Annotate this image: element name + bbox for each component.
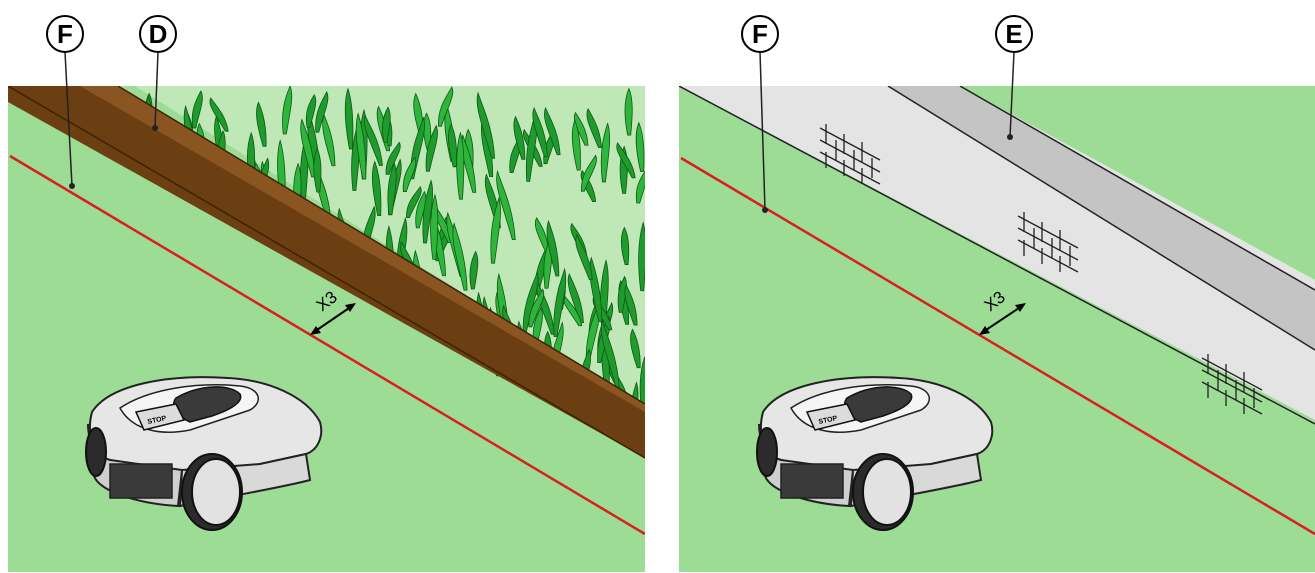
perimeter-wire xyxy=(9,154,645,536)
hedge-leaf xyxy=(635,170,645,204)
hedge-leaf xyxy=(528,288,545,328)
hedge-leaf xyxy=(617,275,627,313)
hedge-leaf xyxy=(406,186,422,219)
robot-stop-button-label: STOP xyxy=(818,415,838,426)
hedge-leaf xyxy=(456,131,465,200)
hedge-leaf xyxy=(300,118,316,178)
curb-edge xyxy=(959,86,1315,291)
callout-border-strip: D xyxy=(139,15,177,131)
hedge-leaf xyxy=(415,190,427,229)
callout-paved-path: E xyxy=(995,15,1033,140)
hedge-leaf xyxy=(469,250,479,290)
hedge-leaf xyxy=(402,156,417,192)
hedge-leaf xyxy=(422,179,434,244)
hedge-leaf xyxy=(315,90,329,133)
hedge-leaf xyxy=(381,106,391,143)
paved-path xyxy=(679,86,1315,420)
panel-right: X3 STOP xyxy=(679,86,1315,572)
hedge-leaf xyxy=(313,147,322,193)
hedge-leaf xyxy=(567,272,584,324)
hedge-leaf xyxy=(580,154,597,192)
robot-mower: STOP xyxy=(85,376,323,531)
hedge-leaf xyxy=(553,267,567,337)
hedge-leaf xyxy=(638,221,645,292)
hedge-leaf xyxy=(425,124,438,172)
callout-wire-right: F xyxy=(741,15,779,213)
border-strip-edge xyxy=(117,86,645,405)
brick-pattern xyxy=(819,124,1263,415)
hedge-leaf xyxy=(600,319,620,389)
path-edge xyxy=(679,86,1315,425)
hedge-leaf xyxy=(387,161,397,216)
hedge-leaf xyxy=(461,134,477,193)
callout-label-D: D xyxy=(149,19,168,49)
dimension-arrow xyxy=(979,303,1026,335)
hedge-leaf xyxy=(344,87,354,150)
hedge-leaf xyxy=(355,112,367,180)
hedge-leaf xyxy=(191,90,203,129)
callout-wire-left: F xyxy=(46,15,84,189)
hedge-leaf xyxy=(385,141,401,175)
hedge-leaf xyxy=(452,222,468,291)
hedge-leaf xyxy=(532,106,548,157)
hedge-leaf xyxy=(430,193,439,260)
hedge-leaf xyxy=(513,115,526,160)
hedge-leaf xyxy=(490,196,501,264)
robot-stop-button-label: STOP xyxy=(147,415,167,426)
hedge-leaf xyxy=(282,86,293,135)
callout-label-F-left: F xyxy=(57,19,73,49)
hedge-leaf xyxy=(534,217,549,252)
hedge-leaf xyxy=(571,119,581,171)
hedge-leaf xyxy=(476,91,496,159)
hedge-leaf xyxy=(630,328,641,369)
hedge-leaf xyxy=(616,142,636,179)
hedge-leaf xyxy=(448,123,457,168)
hedge-leaf xyxy=(438,86,454,127)
hedge-leaf xyxy=(575,233,593,280)
hedge-leaf xyxy=(363,114,383,166)
panel-left: X3 STOP xyxy=(8,86,645,572)
robot-mower: STOP xyxy=(756,376,994,531)
dimension-arrow xyxy=(310,303,356,335)
hedge-leaf xyxy=(256,101,267,147)
perimeter-wire xyxy=(680,156,1315,536)
curb-edge xyxy=(887,86,1315,351)
hedge-leaf xyxy=(544,106,561,156)
hedge-leaf xyxy=(496,169,516,241)
callout-label-F-right: F xyxy=(752,19,768,49)
hedge-leaf xyxy=(586,107,602,149)
hedge-leaf xyxy=(624,87,633,136)
hedge-leaf xyxy=(371,160,382,217)
hedge-leaf xyxy=(589,256,603,322)
border-strip-edge xyxy=(8,86,645,459)
hedge-leaf xyxy=(620,226,630,265)
hedge-leaf xyxy=(624,284,638,326)
hedge-leaf xyxy=(600,122,611,183)
hedge-leaf xyxy=(305,94,317,128)
callout-label-E: E xyxy=(1005,19,1022,49)
hedge-leaf xyxy=(546,219,560,277)
hedge-leaf xyxy=(635,121,645,172)
hedge-leaf xyxy=(532,306,543,347)
